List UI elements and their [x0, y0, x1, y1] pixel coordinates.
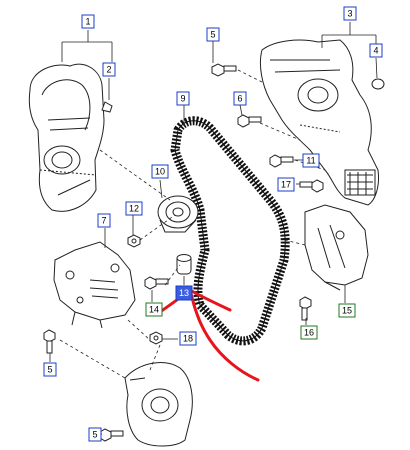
bolt-17: [299, 179, 324, 193]
callout-number: 11: [306, 156, 315, 166]
timing-cover-lower: [124, 362, 193, 447]
nut-12: [127, 234, 141, 248]
callout-box: [277, 177, 295, 192]
bolt-16: [299, 296, 312, 321]
callout-c4: 4: [369, 43, 383, 58]
callout-box: [206, 27, 220, 42]
callout-c10: 10: [151, 164, 169, 179]
timing-belt: [170, 116, 290, 346]
callout-c16: 16: [300, 325, 318, 340]
callout-number: 13: [179, 288, 189, 298]
callout-box: [338, 303, 356, 318]
callout-c5a: 5: [206, 27, 220, 42]
callout-box: [81, 14, 95, 29]
callout-box: [88, 427, 102, 442]
callout-c18: 18: [179, 331, 197, 346]
callout-c5b: 5: [43, 362, 57, 377]
callout-c5c: 5: [88, 427, 102, 442]
callout-c12: 12: [125, 201, 143, 216]
callout-number: 17: [281, 180, 291, 190]
callout-c15: 15: [338, 303, 356, 318]
bolt-5-top: [211, 63, 237, 77]
plug-4: [371, 78, 385, 90]
callout-c13: 13: [175, 285, 193, 301]
bolt-11: [269, 154, 294, 168]
callout-c17: 17: [277, 177, 295, 192]
callout-number: 16: [304, 328, 314, 338]
callout-number: 9: [180, 94, 185, 104]
callout-number: 12: [129, 204, 139, 214]
engine-bracket-right: [304, 204, 369, 291]
callout-box: [343, 6, 357, 21]
bolts: [43, 63, 324, 442]
callout-number: 15: [342, 306, 352, 316]
callout-number: 2: [106, 65, 111, 75]
callout-box: [145, 302, 163, 317]
callout-c6: 6: [233, 91, 247, 106]
clip-2: [101, 101, 113, 113]
callout-number: 10: [155, 167, 165, 177]
callout-box: [125, 201, 143, 216]
callout-c7: 7: [97, 213, 111, 228]
callout-box: [151, 164, 169, 179]
callout-c3: 3: [343, 6, 357, 21]
callout-c9: 9: [176, 91, 190, 106]
callout-box: [179, 331, 197, 346]
callout-c14: 14: [145, 302, 163, 317]
timing-cover-upper: [28, 63, 105, 212]
callout-number: 14: [149, 305, 159, 315]
callout-number: 7: [101, 216, 106, 226]
engine-bracket-left: [53, 241, 136, 329]
callout-number: 5: [92, 430, 97, 440]
callout-box: [302, 153, 320, 168]
bolt-5-bottom: [99, 428, 124, 442]
callout-box: [102, 62, 116, 77]
callout-box: [233, 91, 247, 106]
callout-box: [300, 325, 318, 340]
bolt-14: [144, 276, 169, 290]
callout-box: [175, 285, 193, 301]
callout-number: 3: [347, 9, 352, 19]
callout-c2: 2: [102, 62, 116, 77]
callout-number: 5: [210, 30, 215, 40]
bolt-5-mid: [43, 329, 56, 354]
callout-number: 1: [85, 17, 90, 27]
callout-c11: 11: [302, 153, 320, 168]
callout-number: 18: [183, 334, 193, 344]
timing-cover-rear: [259, 39, 379, 206]
annotation-arrow: [158, 288, 260, 382]
bolt-6: [237, 114, 262, 128]
leader-lines: [49, 22, 378, 435]
callout-c1: 1: [81, 14, 95, 29]
callout-number: 4: [373, 46, 378, 56]
callout-box: [369, 43, 383, 58]
callout-box: [43, 362, 57, 377]
callout-number: 6: [237, 94, 242, 104]
callout-box: [97, 213, 111, 228]
callout-number: 5: [47, 365, 52, 375]
nut-18: [149, 331, 163, 345]
callout-box: [176, 91, 190, 106]
tensioner-pulley: [157, 195, 199, 233]
idler-roller: [176, 254, 192, 275]
